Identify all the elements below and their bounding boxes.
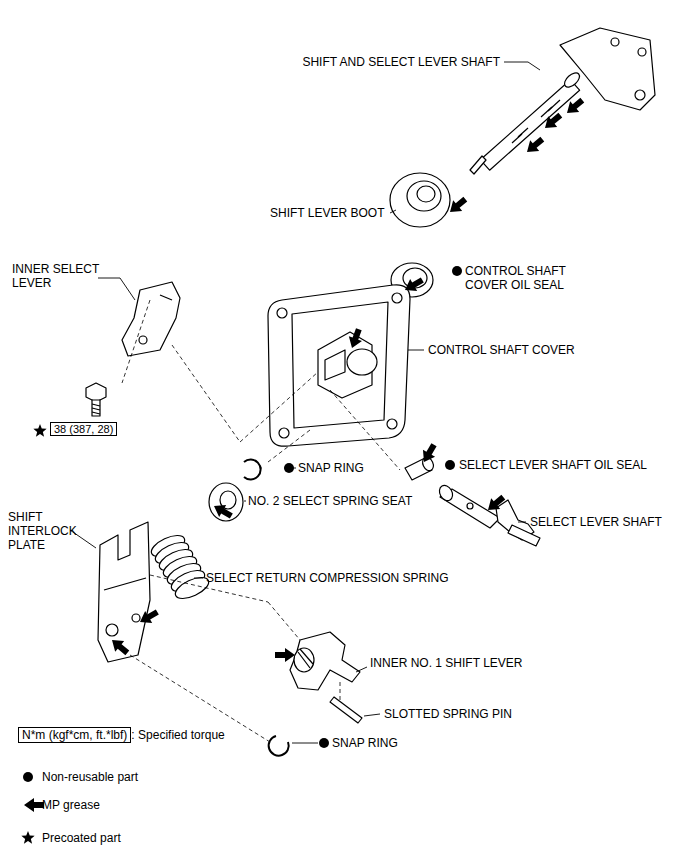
- part-label: SELECT LEVER SHAFT OIL SEAL: [459, 458, 647, 472]
- torque-box: 38 (387, 28): [50, 422, 117, 436]
- part-label: SLOTTED SPRING PIN: [384, 707, 512, 721]
- legend-text: MP grease: [42, 798, 100, 812]
- legend-text: : Specified torque: [131, 728, 224, 742]
- part-label: SELECT RETURN COMPRESSION SPRING: [206, 571, 448, 585]
- torque-value: 38 (387, 28): [50, 422, 117, 436]
- legend-text: Non-reusable part: [42, 770, 138, 784]
- part-label: NO. 2 SELECT SPRING SEAT: [248, 494, 412, 508]
- part-label: INNER NO. 1 SHIFT LEVER: [370, 656, 522, 670]
- part-label: SHIFT LEVER BOOT: [270, 206, 384, 220]
- part-label: SHIFT AND SELECT LEVER SHAFT: [300, 55, 500, 69]
- part-label: INNER SELECT LEVER: [12, 262, 104, 290]
- legend-torque-box: N*m (kgf*cm, ft.*lbf): Specified torque: [18, 728, 225, 742]
- part-label: SHIFT INTERLOCK PLATE: [8, 510, 82, 552]
- part-label: CONTROL SHAFT COVER OIL SEAL: [465, 264, 577, 292]
- part-label: SNAP RING: [332, 736, 398, 750]
- legend-text: Precoated part: [42, 831, 121, 845]
- part-label: SELECT LEVER SHAFT: [530, 515, 662, 529]
- torque-value: N*m (kgf*cm, ft.*lbf): [18, 727, 131, 743]
- part-label: SNAP RING: [298, 461, 364, 475]
- part-label: CONTROL SHAFT COVER: [428, 343, 575, 357]
